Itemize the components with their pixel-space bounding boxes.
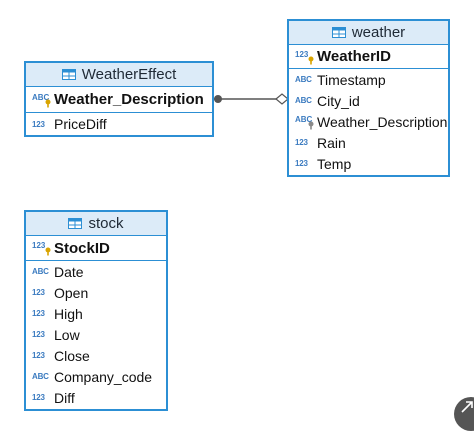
entity-header: WeatherEffect [26, 63, 212, 87]
field-name: StockID [54, 239, 110, 257]
field-name: Timestamp [317, 71, 386, 88]
type-icon: ABC [32, 267, 49, 276]
primary-key-row[interactable]: ABC Weather_Description [26, 87, 212, 113]
field-row[interactable]: 123 Temp [289, 153, 448, 174]
field-row[interactable]: ABC Timestamp [289, 69, 448, 90]
entity-title: stock [88, 215, 124, 232]
field-name: Low [54, 326, 80, 343]
field-row[interactable]: 123 PriceDiff [26, 113, 212, 135]
type-icon: 123 [32, 393, 45, 402]
field-row[interactable]: 123 Close [26, 345, 166, 366]
entity-stock[interactable]: stock 123 StockID ABC Date 123 Open 123 … [24, 210, 168, 411]
field-name: Weather_Description [317, 113, 448, 130]
type-icon: 123 [32, 288, 45, 297]
table-icon [331, 27, 346, 38]
field-name: Weather_Description [54, 91, 204, 108]
field-name: High [54, 305, 83, 322]
corner-overlay-icon[interactable] [454, 397, 474, 431]
type-icon: ABC [295, 75, 312, 84]
type-icon: 123 [32, 330, 45, 339]
relationship-layer [214, 93, 289, 105]
field-name: Rain [317, 134, 346, 151]
field-name: Diff [54, 389, 75, 406]
field-row[interactable]: ABC Date [26, 261, 166, 282]
entity-weather[interactable]: weather 123 WeatherID ABC Timestamp ABC … [287, 19, 450, 177]
type-icon: 123 [295, 138, 308, 147]
field-row[interactable]: 123 Low [26, 324, 166, 345]
type-icon: 123 [32, 351, 45, 360]
table-icon [61, 69, 76, 80]
key-icon: 123 [32, 241, 51, 256]
entity-header: stock [26, 212, 166, 236]
field-name: WeatherID [317, 48, 391, 65]
primary-key-row[interactable]: 123 StockID [26, 236, 166, 261]
entity-title: WeatherEffect [81, 66, 177, 83]
type-icon: ABC [32, 372, 49, 381]
entity-header: weather [289, 21, 448, 45]
relationship-one-end [214, 95, 222, 103]
field-name: Close [54, 347, 90, 364]
table-icon [68, 218, 83, 229]
primary-key-row[interactable]: 123 WeatherID [289, 45, 448, 69]
field-name: Open [54, 284, 89, 301]
entity-weathereffect[interactable]: WeatherEffect ABC Weather_Description 12… [24, 61, 214, 137]
key-icon: ABC [32, 93, 51, 107]
field-name: Company_code [54, 368, 153, 385]
entity-title: weather [351, 24, 406, 41]
field-row[interactable]: 123 Diff [26, 387, 166, 408]
foreign-key-icon: ABC [295, 115, 314, 129]
field-name: PriceDiff [54, 116, 107, 132]
field-name: City_id [317, 92, 360, 109]
field-row[interactable]: 123 Open [26, 282, 166, 303]
field-row[interactable]: ABC Weather_Description [289, 111, 448, 132]
field-row[interactable]: 123 High [26, 303, 166, 324]
type-icon: 123 [32, 309, 45, 318]
field-row[interactable]: ABC City_id [289, 90, 448, 111]
key-icon: 123 [295, 50, 314, 64]
type-icon: ABC [295, 96, 312, 105]
field-name: Temp [317, 155, 352, 172]
field-row[interactable]: ABC Company_code [26, 366, 166, 387]
field-name: Date [54, 263, 84, 280]
type-icon: 123 [295, 159, 308, 168]
field-row[interactable]: 123 Rain [289, 132, 448, 153]
type-icon: 123 [32, 119, 45, 129]
